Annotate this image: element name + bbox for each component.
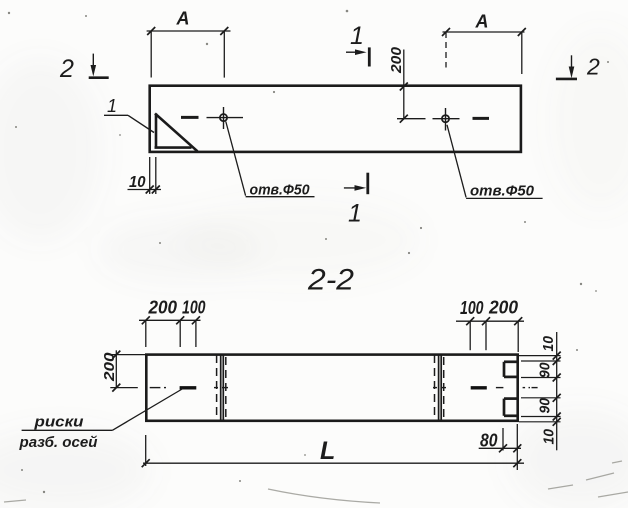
svg-text:1: 1 [107,96,117,116]
svg-text:10: 10 [541,428,558,444]
svg-text:риски: риски [33,414,83,431]
svg-text:200: 200 [101,352,118,382]
svg-text:80: 80 [480,431,498,451]
svg-text:10: 10 [540,335,557,351]
svg-text:2: 2 [586,54,600,80]
svg-text:А: А [475,12,489,32]
svg-text:90: 90 [537,362,554,378]
svg-text:2-2: 2-2 [307,264,354,297]
svg-text:200: 200 [388,46,405,74]
svg-text:100: 100 [182,298,206,318]
svg-text:10: 10 [129,174,146,191]
svg-text:L: L [320,437,335,465]
svg-text:100: 100 [460,298,484,318]
svg-text:200: 200 [148,298,177,318]
svg-text:2: 2 [59,55,74,83]
svg-text:отв.Ф50: отв.Ф50 [470,183,535,200]
svg-text:1: 1 [350,22,364,50]
svg-text:А: А [176,9,190,29]
svg-text:200: 200 [488,298,518,318]
svg-text:90: 90 [537,397,554,413]
svg-text:отв.Ф50: отв.Ф50 [250,182,311,199]
svg-text:1: 1 [348,200,362,228]
svg-text:разб. осей: разб. осей [18,434,97,451]
